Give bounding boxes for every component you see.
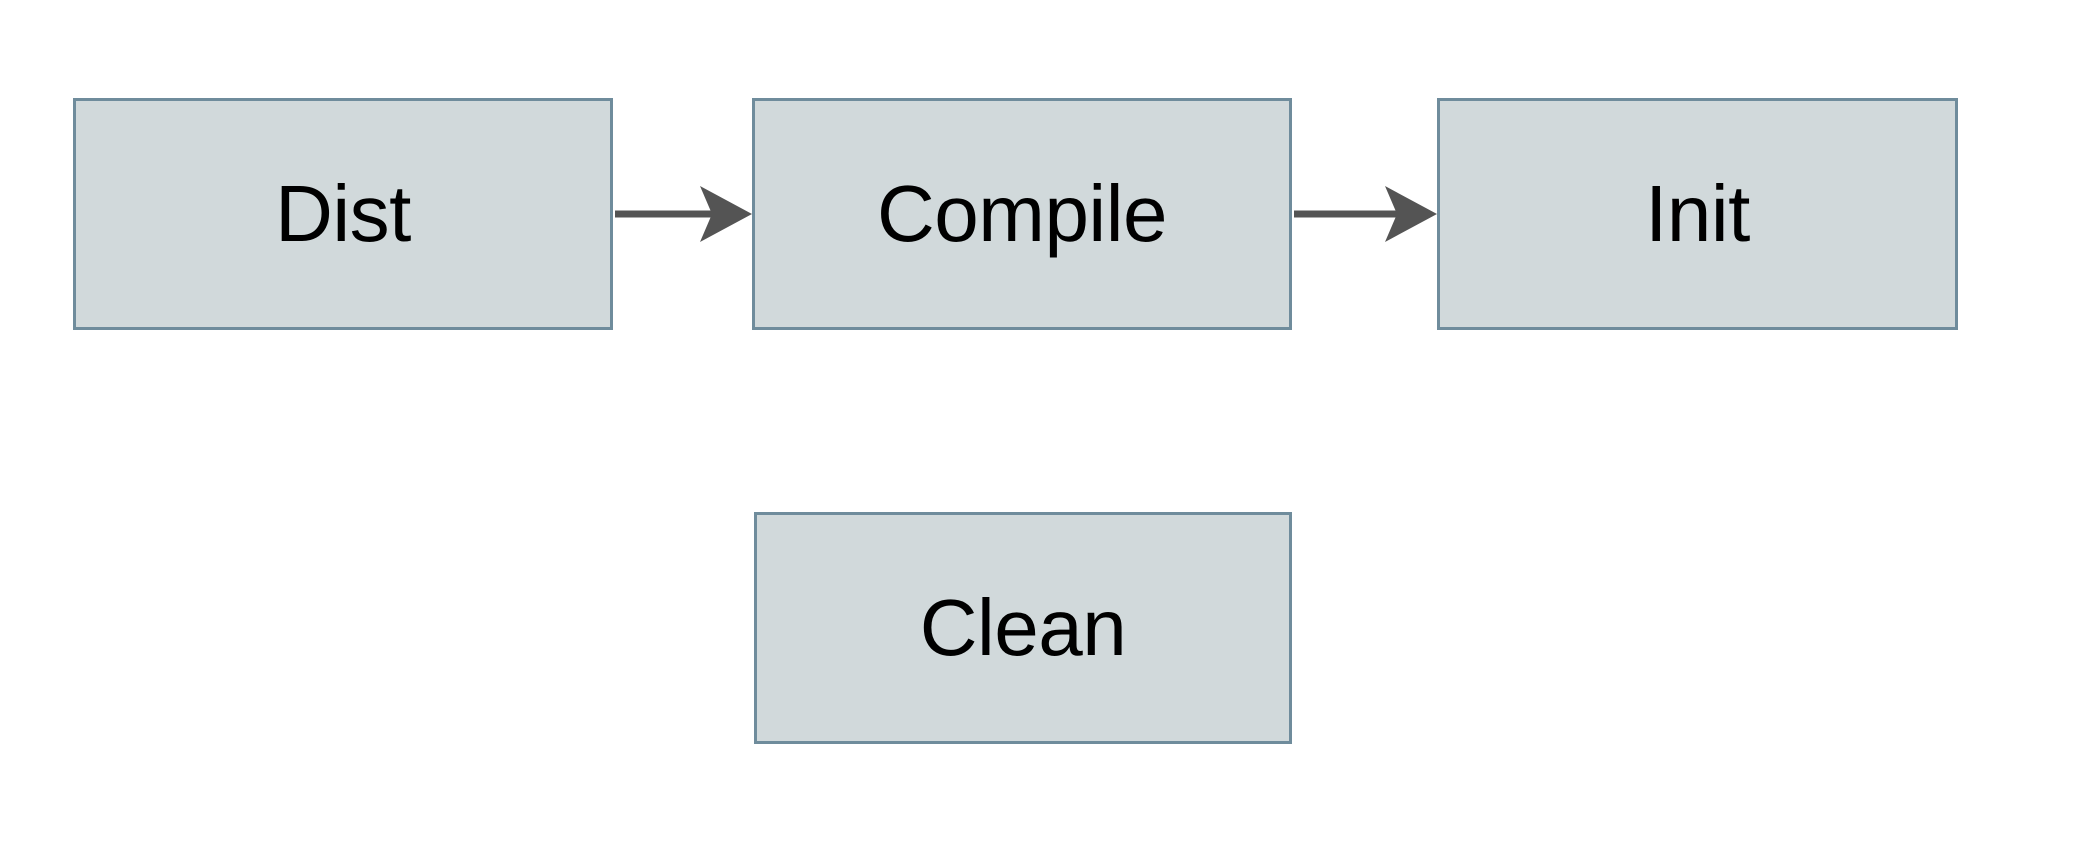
node-dist[interactable]: Dist [73, 98, 613, 330]
node-init[interactable]: Init [1437, 98, 1958, 330]
node-init-label: Init [1645, 169, 1750, 258]
edge-compile-to-init[interactable] [1294, 186, 1437, 242]
node-compile[interactable]: Compile [752, 98, 1292, 330]
node-compile-label: Compile [877, 169, 1167, 258]
node-clean[interactable]: Clean [754, 512, 1292, 744]
edge-dist-to-compile[interactable] [615, 186, 752, 242]
node-dist-label: Dist [275, 169, 411, 258]
node-clean-label: Clean [919, 583, 1127, 672]
arrowhead-icon [700, 186, 752, 242]
arrowhead-icon [1385, 186, 1437, 242]
